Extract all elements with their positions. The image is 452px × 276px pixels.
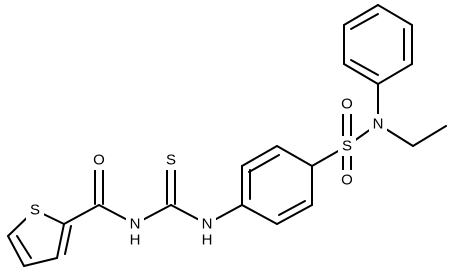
bond	[7, 235, 25, 267]
thio-sulfur-label: S	[166, 152, 176, 169]
bond	[377, 4, 413, 26]
thiourea-hydrogen-label: H	[202, 232, 213, 249]
bond	[343, 4, 379, 26]
benzene-ring	[206, 145, 313, 225]
sulfonamide-nitrogen-label: N	[373, 116, 384, 133]
sulfonyl-sulfur-label: S	[342, 138, 352, 155]
bond	[412, 125, 447, 147]
sulfonyl-oxygen-bottom-label: O	[341, 172, 353, 189]
carbonyl-oxygen-label: O	[93, 152, 105, 169]
bond	[64, 225, 72, 255]
thiourea-nitrogen-label: N	[202, 216, 213, 233]
bond	[343, 63, 379, 85]
bond	[350, 59, 379, 76]
bond	[248, 154, 280, 173]
bond	[63, 204, 100, 225]
amide-nitrogen-label: N	[130, 216, 141, 233]
bond	[276, 204, 313, 225]
sulfonyl-oxygen-top-label: O	[341, 96, 353, 113]
amide-bonds	[63, 161, 136, 225]
amide-hydrogen-label: H	[130, 232, 141, 249]
bond	[241, 145, 278, 167]
bond	[23, 257, 58, 267]
ring-sulfur-label: S	[30, 202, 40, 219]
bond	[350, 13, 379, 30]
bond	[377, 63, 413, 85]
bond	[16, 235, 32, 259]
thiourea-bonds	[134, 161, 208, 225]
atom-labels: S O N H S N H S O O N	[26, 94, 387, 250]
bond	[278, 200, 306, 216]
phenyl-ring	[343, 4, 413, 125]
bond	[56, 223, 65, 259]
thiophene-ring	[7, 209, 72, 267]
bond	[276, 145, 313, 167]
bond	[241, 204, 278, 225]
ethyl-bonds	[377, 123, 447, 147]
